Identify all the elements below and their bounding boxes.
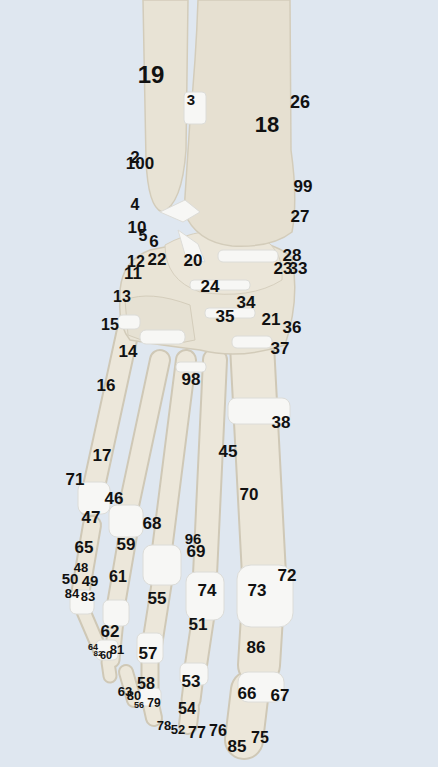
callout-number: 21 (262, 311, 281, 328)
callout-number: 26 (290, 93, 310, 111)
callout-number: 36 (283, 319, 302, 336)
callout-number: 55 (148, 590, 167, 607)
callout-number: 49 (82, 573, 99, 588)
callout-number: 69 (187, 543, 206, 560)
callout-number: 19 (138, 63, 165, 87)
callout-number: 73 (248, 582, 267, 599)
callout-number: 98 (182, 371, 201, 388)
callout-number: 46 (105, 490, 124, 507)
callout-number: 68 (143, 515, 162, 532)
callout-number: 78 (157, 719, 171, 732)
callout-number: 17 (93, 447, 112, 464)
callout-number: 3 (187, 92, 195, 107)
callout-number: 76 (209, 723, 227, 739)
callout-number: 14 (119, 343, 138, 360)
callout-number: 45 (219, 443, 238, 460)
callout-number: 85 (228, 738, 247, 755)
callout-number: 51 (189, 616, 208, 633)
callout-number: 52 (171, 723, 185, 736)
callout-number: 53 (182, 673, 201, 690)
callout-number: 34 (237, 294, 256, 311)
callout-number: 13 (113, 289, 131, 305)
callout-number: 83 (81, 590, 95, 603)
callout-number: 16 (97, 377, 116, 394)
callout-number: 60 (100, 650, 112, 661)
callout-number: 59 (117, 536, 136, 553)
callout-number: 77 (188, 725, 206, 741)
callout-number: 71 (66, 471, 85, 488)
callout-number: 50 (62, 571, 79, 586)
callout-number: 62 (101, 623, 120, 640)
callout-number: 72 (278, 567, 297, 584)
callout-number: 6 (149, 233, 158, 250)
callout-number: 18 (255, 114, 279, 136)
callout-number: 79 (147, 697, 160, 709)
callout-number: 65 (75, 539, 94, 556)
callout-number: 35 (216, 308, 235, 325)
callout-number: 38 (272, 414, 291, 431)
callout-number: 47 (82, 509, 101, 526)
callout-number: 27 (291, 208, 310, 225)
callout-number: 75 (251, 730, 269, 746)
callout-number: 54 (178, 701, 196, 717)
callout-number: 61 (109, 569, 127, 585)
callout-number: 33 (289, 260, 308, 277)
callout-number: 67 (271, 687, 290, 704)
callout-number: 74 (198, 582, 217, 599)
callout-number: 100 (126, 155, 154, 172)
callout-number: 5 (139, 228, 148, 244)
callout-number: 99 (294, 178, 313, 195)
callout-number: 24 (201, 278, 220, 295)
callout-number: 57 (139, 645, 158, 662)
callout-number: 4 (131, 197, 140, 213)
callout-number: 56 (134, 701, 144, 710)
callout-number: 70 (240, 486, 259, 503)
callout-number: 11 (124, 265, 142, 282)
callout-number: 37 (271, 340, 290, 357)
callout-number: 66 (238, 685, 257, 702)
callout-number: 22 (148, 251, 167, 268)
callout-number: 84 (65, 587, 79, 600)
callout-number: 86 (247, 639, 266, 656)
callout-number: 15 (101, 317, 119, 333)
callout-number: 20 (184, 252, 203, 269)
